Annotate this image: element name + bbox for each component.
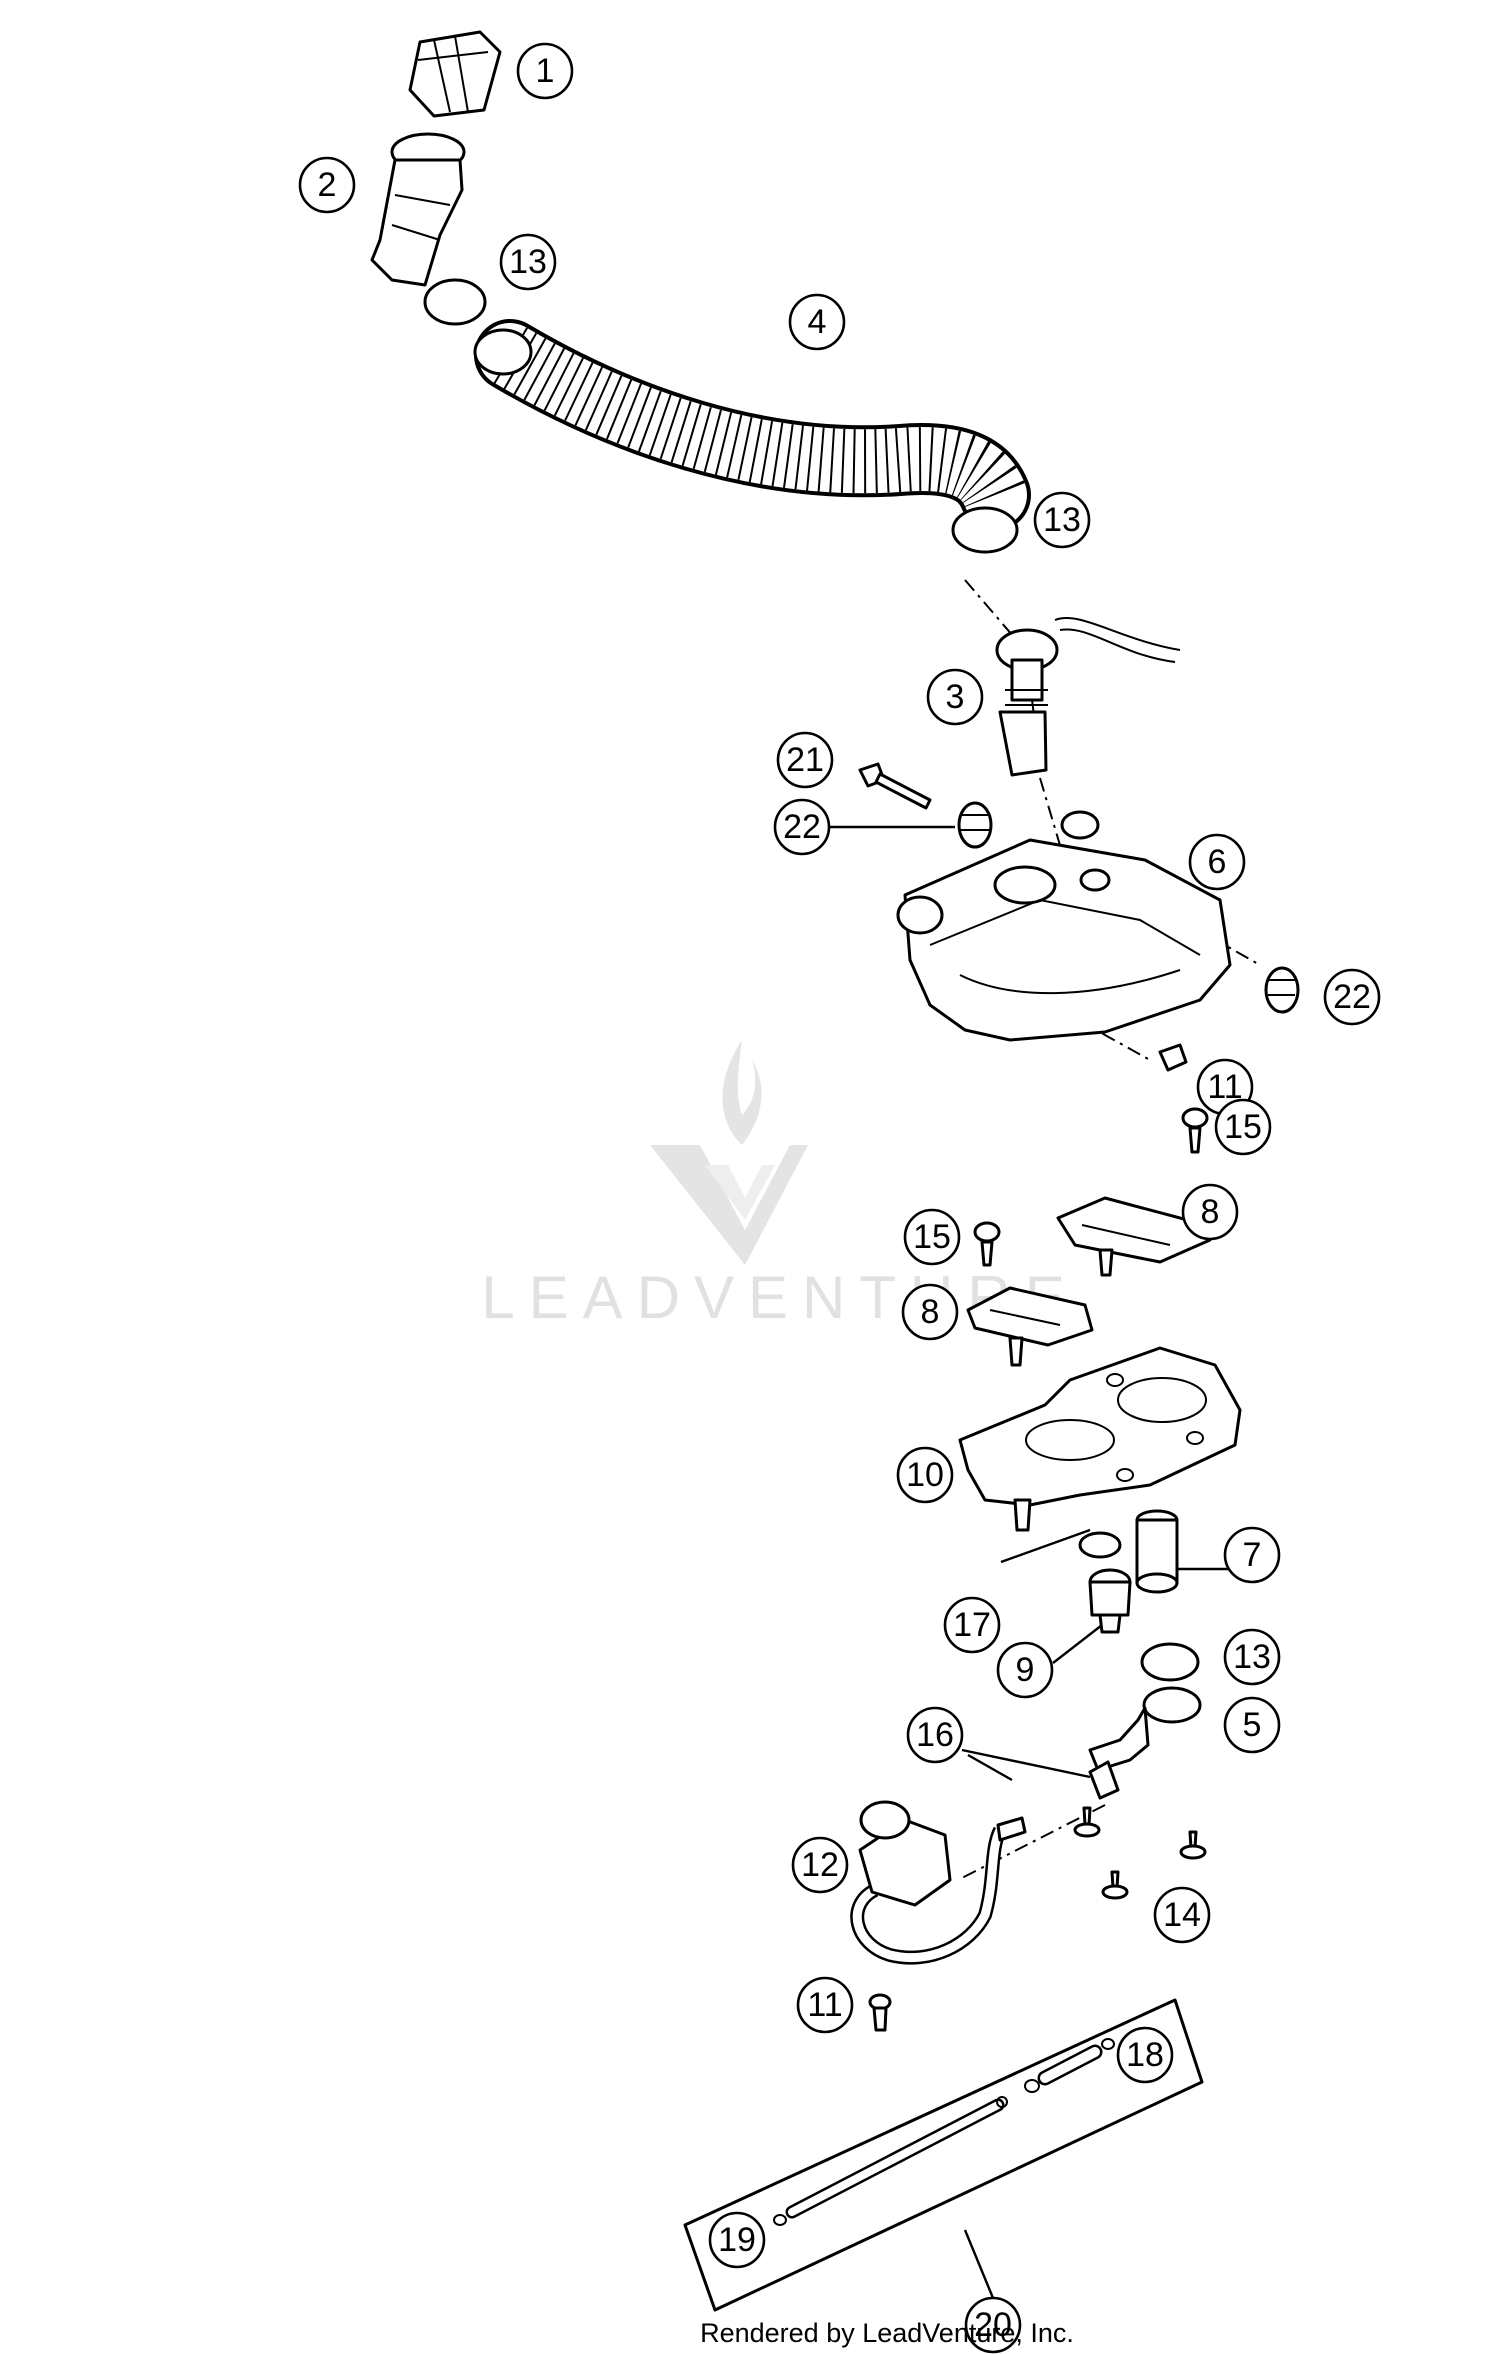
callout-7: 7 [1223, 1526, 1281, 1584]
grommet-part-right [1264, 966, 1300, 1014]
svg-text:5: 5 [1243, 1706, 1262, 1744]
svg-text:8: 8 [921, 1293, 940, 1331]
pressure-sensor-part-upper [1056, 1196, 1212, 1277]
callout-3: 3 [926, 668, 984, 726]
svg-text:3: 3 [946, 678, 965, 716]
screw-part-15b [973, 1221, 1001, 1267]
svg-text:16: 16 [916, 1716, 954, 1754]
callout-9: 9 [996, 1641, 1054, 1699]
fuel-tank-part [896, 810, 1232, 1042]
svg-text:9: 9 [1016, 1651, 1035, 1689]
callout-20: 20 [964, 2296, 1022, 2354]
clip-part [1078, 1531, 1122, 1559]
callout-15: 15 [903, 1208, 961, 1266]
svg-text:20: 20 [974, 2306, 1012, 2344]
svg-text:8: 8 [1201, 1193, 1220, 1231]
svg-text:21: 21 [786, 741, 824, 779]
callout-5: 5 [1223, 1696, 1281, 1754]
watermark: LEADVENTURE [481, 1040, 1078, 1331]
screw-part-upper [1158, 1043, 1188, 1072]
callout-15: 15 [1214, 1098, 1272, 1156]
svg-text:22: 22 [783, 808, 821, 846]
hose-clip-part [1088, 1760, 1120, 1800]
svg-text:13: 13 [1043, 501, 1081, 539]
svg-text:15: 15 [1224, 1108, 1262, 1146]
svg-text:17: 17 [953, 1606, 991, 1644]
screw-part-lower [868, 1993, 892, 2032]
svg-text:2: 2 [318, 166, 337, 204]
callout-18: 18 [1116, 2026, 1174, 2084]
svg-text:1: 1 [536, 52, 555, 90]
screw-part-15a [1181, 1107, 1209, 1154]
svg-text:18: 18 [1126, 2036, 1164, 2074]
callout-4: 4 [788, 293, 846, 351]
callout-2: 2 [298, 156, 356, 214]
callout-13: 13 [1223, 1628, 1281, 1686]
filter-sleeve-part [1135, 1509, 1179, 1594]
callout-19: 19 [708, 2211, 766, 2269]
grommet-part-left [957, 801, 993, 849]
vent-valve-part [850, 1800, 1027, 1965]
clamp-part-middle [951, 506, 1019, 554]
callout-13: 13 [1033, 491, 1091, 549]
svg-text:13: 13 [509, 243, 547, 281]
callout-22: 22 [1323, 968, 1381, 1026]
fuel-cap-part [408, 30, 502, 118]
screw-part-14a [1073, 1806, 1101, 1838]
svg-text:4: 4 [808, 303, 827, 341]
fuel-sender-part [995, 617, 1181, 777]
corrugated-hose-part [473, 319, 1031, 531]
watermark-text: LEADVENTURE [481, 1264, 1078, 1331]
callout-10: 10 [896, 1446, 954, 1504]
callout-22: 22 [773, 798, 831, 856]
watermark-logo-icon [650, 1040, 808, 1265]
hose-kit-part [683, 1998, 1204, 2312]
svg-text:15: 15 [913, 1218, 951, 1256]
callout-21: 21 [776, 731, 834, 789]
clamp-part-lower [1140, 1642, 1200, 1682]
svg-text:10: 10 [906, 1456, 944, 1494]
svg-text:22: 22 [1333, 978, 1371, 1016]
svg-text:14: 14 [1163, 1896, 1201, 1934]
svg-text:19: 19 [718, 2221, 756, 2259]
callout-12: 12 [791, 1836, 849, 1894]
callout-16: 16 [906, 1706, 964, 1764]
svg-text:13: 13 [1233, 1638, 1271, 1676]
svg-text:12: 12 [801, 1846, 839, 1884]
callouts: 1 2 13 4 13 3 21 22 6 22 11 15 8 15 8 10… [298, 42, 1381, 2354]
screw-part-14c [1101, 1870, 1129, 1900]
screw-part-14b [1179, 1830, 1207, 1860]
svg-text:6: 6 [1208, 843, 1227, 881]
svg-text:7: 7 [1243, 1536, 1262, 1574]
bolt-part [858, 762, 932, 810]
parts [370, 30, 1300, 2312]
pressure-sensor-part-lower [966, 1286, 1094, 1367]
elbow-connector-part [1088, 1686, 1202, 1772]
bracket-part [958, 1346, 1242, 1532]
render-credit: Rendered by LeadVenture, Inc. [700, 2318, 1074, 2348]
callout-13: 13 [499, 233, 557, 291]
filler-neck-part [370, 132, 466, 287]
callout-6: 6 [1188, 833, 1246, 891]
svg-text:11: 11 [807, 1986, 842, 2024]
fitting-part [1088, 1568, 1132, 1634]
callout-1: 1 [516, 42, 574, 100]
callout-11: 11 [796, 1976, 854, 2034]
callout-17: 17 [943, 1596, 1001, 1654]
callout-8: 8 [1181, 1183, 1239, 1241]
callout-14: 14 [1153, 1886, 1211, 1944]
callout-8: 8 [901, 1283, 959, 1341]
clamp-part-top [423, 278, 487, 326]
